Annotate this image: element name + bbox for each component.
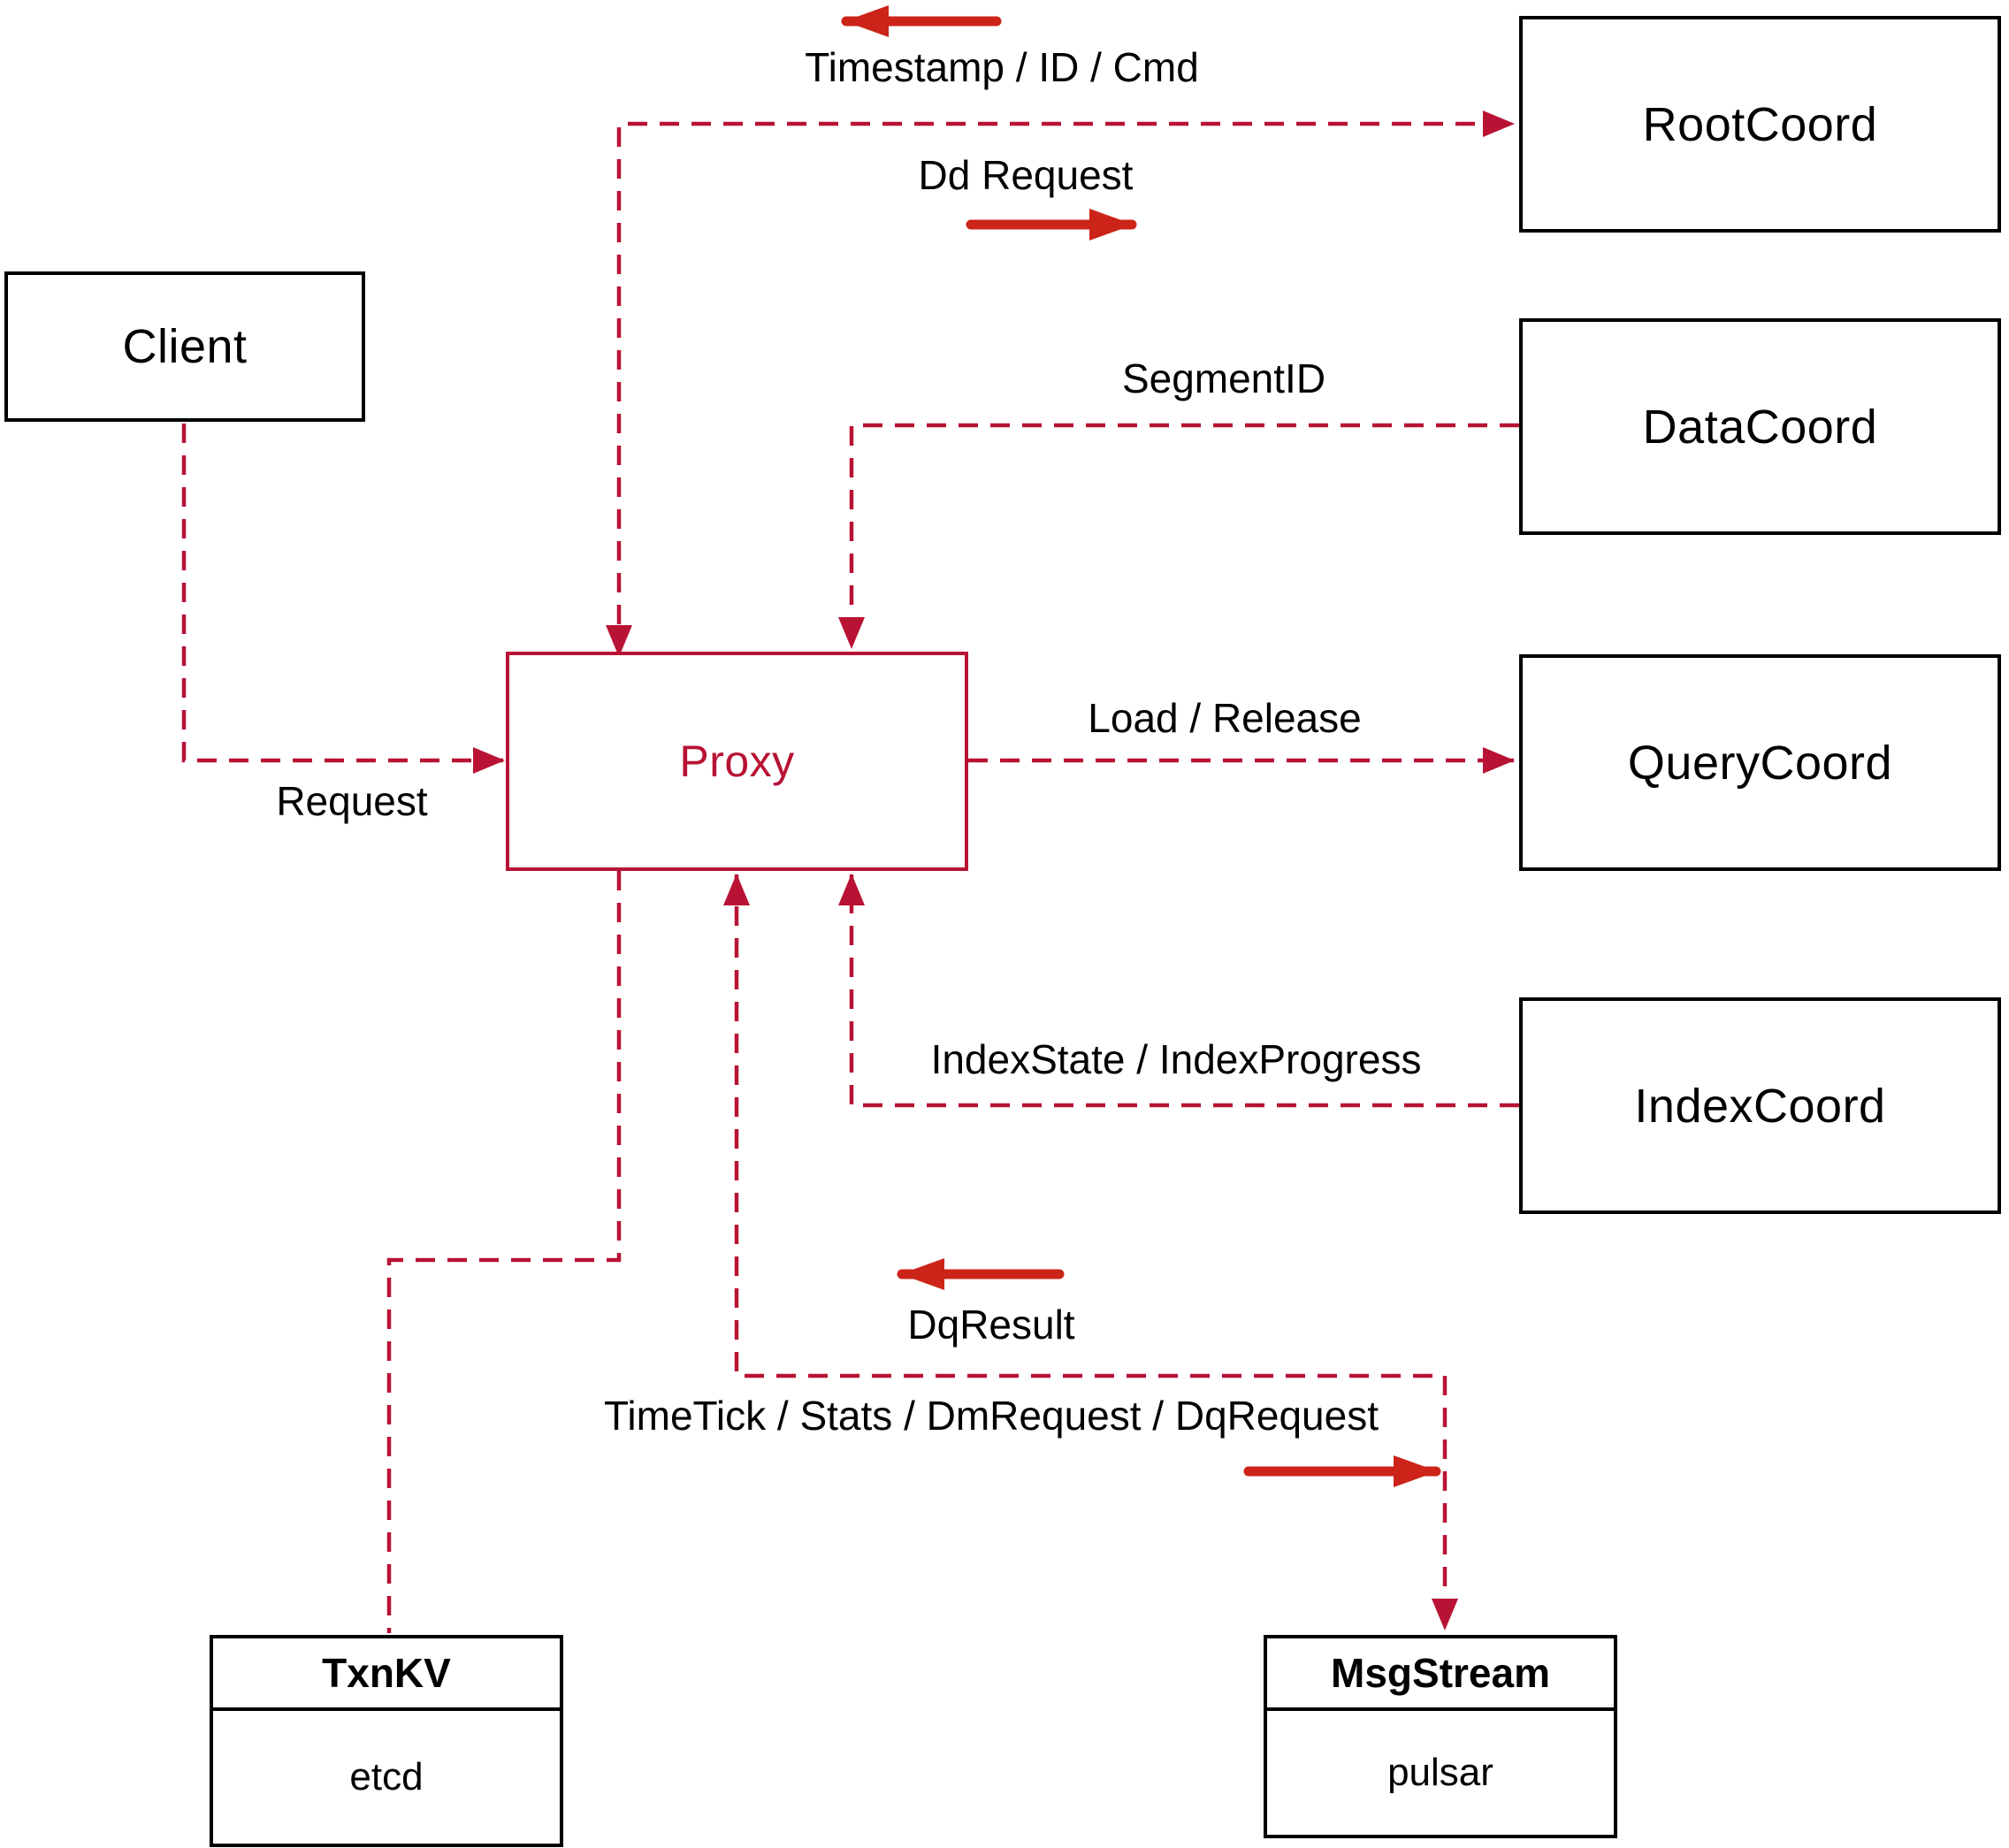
node-txnkv-impl: etcd <box>349 1755 424 1798</box>
connector-datacoord-to-proxy <box>838 423 1519 649</box>
edge-label-load-release: Load / Release <box>1088 695 1362 741</box>
node-txnkv: TxnKV etcd <box>210 1635 563 1847</box>
edge-label-dq-result: DqResult <box>907 1302 1075 1348</box>
node-indexcoord-label: IndexCoord <box>1634 1079 1886 1133</box>
node-client-label: Client <box>122 320 248 373</box>
node-txnkv-title: TxnKV <box>213 1638 560 1711</box>
node-indexcoord: IndexCoord <box>1519 997 2001 1214</box>
connector-client-to-proxy <box>181 424 505 774</box>
edge-label-index-state-progress: IndexState / IndexProgress <box>930 1036 1422 1082</box>
edge-label-timetick-stats: TimeTick / Stats / DmRequest / DqRequest <box>604 1393 1379 1439</box>
edge-label-timestamp-id-cmd: Timestamp / ID / Cmd <box>805 44 1199 90</box>
node-rootcoord: RootCoord <box>1519 16 2001 233</box>
edge-label-dd-request: Dd Request <box>918 152 1134 198</box>
node-querycoord-label: QueryCoord <box>1627 736 1893 790</box>
node-msgstream-title: MsgStream <box>1267 1638 1614 1711</box>
node-rootcoord-label: RootCoord <box>1642 97 1878 151</box>
node-datacoord: DataCoord <box>1519 318 2001 535</box>
connector-proxy-msgstream <box>723 874 1458 1630</box>
node-msgstream: MsgStream pulsar <box>1264 1635 1617 1838</box>
node-proxy: Proxy <box>506 652 968 871</box>
edge-label-segment-id: SegmentID <box>1121 355 1326 401</box>
connector-proxy-rootcoord <box>606 111 1515 657</box>
edge-label-request: Request <box>276 778 428 824</box>
node-querycoord: QueryCoord <box>1519 654 2001 871</box>
node-msgstream-impl: pulsar <box>1387 1751 1493 1794</box>
node-datacoord-label: DataCoord <box>1642 400 1878 454</box>
node-client: Client <box>4 271 365 422</box>
connector-proxy-to-txnkv <box>386 871 622 1633</box>
node-proxy-label: Proxy <box>679 737 795 786</box>
